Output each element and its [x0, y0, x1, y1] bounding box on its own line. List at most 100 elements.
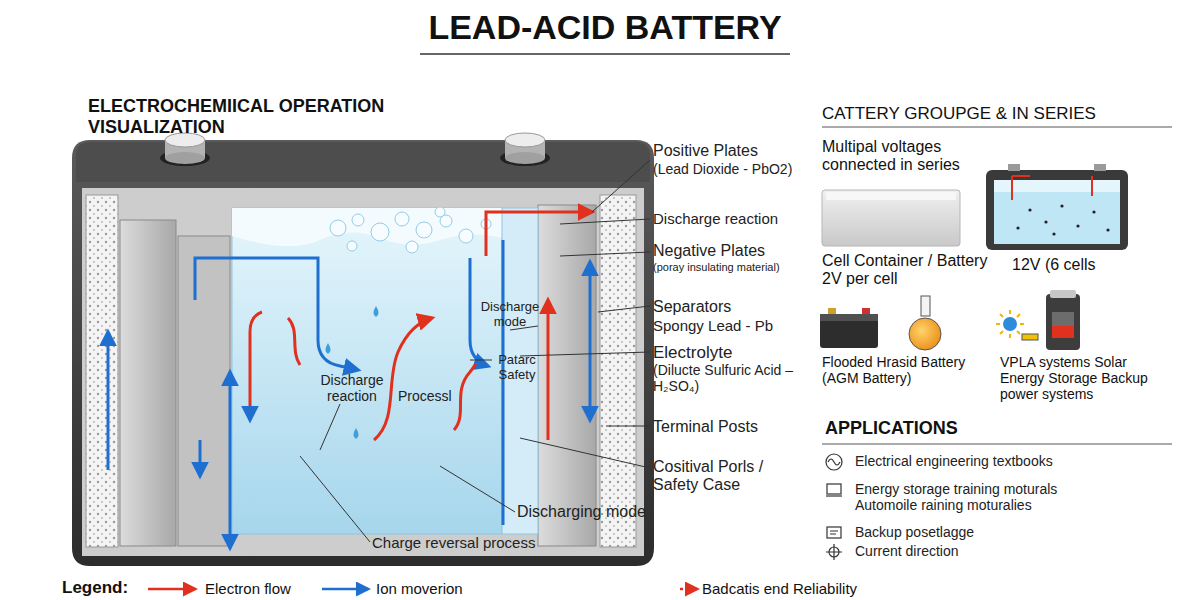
legend-text: Ion moverion — [376, 580, 636, 597]
solar-storage-icon — [1052, 326, 1074, 338]
ion-arrow — [108, 240, 590, 548]
battery-12v-picture — [1028, 208, 1031, 211]
solar-storage-icon — [1050, 290, 1076, 298]
electrolyte-drop — [374, 306, 379, 317]
leader-line — [440, 466, 515, 512]
legend-text: Badcatis end Reliability — [702, 580, 962, 597]
ion-arrow — [502, 240, 505, 525]
part-note: (Dilucte Sulfuric Acid – H₂SO₄) — [653, 362, 808, 394]
terminal-post — [160, 133, 550, 166]
gas-bubble — [395, 212, 409, 226]
picture-caption: VPLA systems Solar Energy Storage Backup… — [1000, 354, 1150, 402]
part-name: Cositival Porls / Safety Case — [653, 458, 803, 495]
gas-bubble — [330, 220, 346, 236]
electron-arrow — [288, 318, 300, 365]
legend-heading: Legend: — [62, 578, 146, 598]
picture-caption: Cell Container / Battery 2V per cell — [822, 252, 1007, 289]
ion-arrow — [107, 332, 110, 470]
lead-plate — [120, 205, 596, 546]
picture-box: 12V (6 cells — [982, 162, 1134, 274]
battery-12v-picture — [986, 164, 1128, 250]
solar-storage-icon — [996, 290, 1080, 350]
leader-line — [592, 160, 650, 212]
picture-box: Flooded Hrasid Battery (AGM Battery) — [816, 292, 991, 396]
battery-12v-picture — [1091, 176, 1093, 196]
flooded-battery-icon — [820, 314, 878, 321]
flooded-battery-icon — [921, 296, 930, 316]
part-name: Terminal Posts — [653, 418, 823, 436]
section-heading: CATTERY GROUPGE & IN SERIES — [822, 104, 1182, 124]
application-icon — [828, 459, 840, 465]
gas-bubble — [371, 223, 389, 241]
title-underline — [420, 53, 790, 55]
legend-sample — [148, 588, 195, 591]
solar-storage-icon — [996, 310, 1024, 338]
solar-storage-icon — [1003, 317, 1017, 331]
battery-12v-picture — [1044, 220, 1047, 223]
part-note: Spongy Lead - Pb — [653, 317, 823, 334]
battery-12v-picture — [1016, 226, 1019, 229]
flooded-battery-icon — [828, 308, 836, 314]
picture-box: VPLA systems Solar Energy Storage Backup… — [995, 286, 1175, 410]
battery-case — [76, 142, 650, 182]
battery-12v-picture — [1052, 232, 1055, 235]
picture-caption: 12V (6 cells — [1012, 256, 1132, 274]
application-icon — [826, 544, 842, 560]
lead-plate — [120, 220, 176, 546]
process-label: Discharge mode — [474, 300, 546, 330]
gas-bubble — [330, 207, 491, 253]
electron-arrow — [486, 212, 592, 256]
legend-sample — [680, 588, 697, 591]
application-icon — [827, 484, 841, 494]
terminal-post — [505, 152, 545, 164]
leader-line — [470, 360, 492, 361]
battery-12v-picture — [986, 170, 1128, 250]
application-icon — [826, 454, 842, 470]
application-item: Energy storage training moturals — [855, 481, 1155, 497]
part-name: Discharge reaction — [653, 210, 823, 227]
electron-arrow — [547, 300, 550, 440]
title-underline — [420, 54, 790, 55]
application-item: Electrical engineering textbooks — [855, 453, 1155, 469]
application-icon — [827, 527, 841, 538]
leader-line — [520, 438, 650, 468]
ion-arrow — [199, 440, 202, 476]
part-name: Separators — [653, 298, 823, 316]
battery-12v-picture — [1008, 164, 1020, 171]
leader-line — [300, 456, 370, 542]
application-icon — [826, 454, 842, 560]
electron-arrow — [250, 312, 262, 420]
flooded-battery-icon — [820, 314, 878, 348]
part-name: Negative Plates — [653, 242, 823, 260]
electron-arrow — [250, 212, 592, 440]
application-icon — [830, 531, 838, 534]
legend-sample — [322, 588, 368, 591]
application-item: Backup posetlagge — [855, 524, 1155, 540]
part-name: Charge reversal process — [372, 534, 572, 551]
battery-case — [72, 140, 654, 566]
gas-bubble — [416, 222, 432, 238]
section-underline — [822, 127, 1172, 128]
leader-line — [598, 306, 650, 312]
electron-arrow — [454, 364, 476, 430]
leader-line — [520, 352, 650, 356]
flooded-battery-icon — [820, 296, 941, 350]
application-item: Automoile raining moturalies — [855, 497, 1155, 513]
battery-case — [82, 188, 644, 556]
leader-line — [560, 219, 650, 224]
section-heading: APPLICATIONS — [825, 418, 1045, 439]
electrolyte-drop — [354, 428, 359, 439]
section-underline — [822, 127, 1172, 444]
leader-line — [606, 426, 650, 427]
title: LEAD-ACID BATTERY — [355, 8, 855, 47]
leader-line — [560, 252, 650, 256]
process-label: Discharge reaction — [312, 372, 392, 404]
terminal-post — [165, 152, 205, 164]
battery-12v-picture — [1092, 210, 1095, 213]
picture-box: Cell Container / Battery 2V per cell — [818, 186, 1013, 288]
electrolyte — [232, 208, 502, 246]
leader-line — [320, 404, 340, 450]
section-note: Multipal voltages connected in series — [822, 138, 1002, 175]
battery-12v-picture — [1012, 176, 1030, 200]
gas-bubble — [459, 229, 473, 243]
